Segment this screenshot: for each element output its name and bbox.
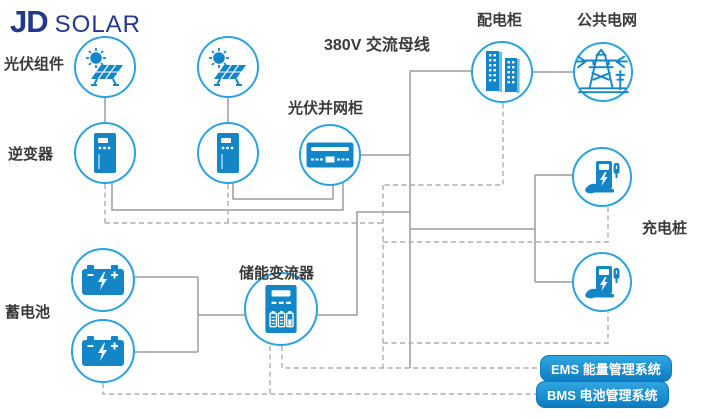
solar-panel-sun-icon <box>209 48 246 86</box>
public-grid-node <box>573 42 633 102</box>
pv-grid-cabinet-node <box>299 124 361 186</box>
charging-pile-node-2 <box>572 252 632 312</box>
solar-panel-sun-icon <box>86 48 123 86</box>
storage-converter-node <box>244 272 318 346</box>
battery-icon <box>82 336 124 366</box>
grid-connection-cabinet-icon <box>306 142 354 168</box>
ev-charger-icon <box>585 161 620 194</box>
charging-pile-node-1 <box>572 147 632 207</box>
logo-solar-text: SOLAR <box>54 11 142 38</box>
communication-lines <box>102 103 609 395</box>
inverter-node-2 <box>197 122 259 184</box>
charging-pile-label: 充电桩 <box>642 220 688 237</box>
transmission-tower-icon <box>576 48 629 94</box>
storage-converter-icon <box>265 285 297 333</box>
power-lines <box>103 67 602 368</box>
inverter-label: 逆变器 <box>8 146 54 163</box>
ac-bus-label: 380V 交流母线 <box>324 37 430 54</box>
battery-label: 蓄电池 <box>5 304 51 321</box>
logo-jd-text: JD <box>10 4 49 39</box>
battery-icon <box>82 265 124 295</box>
ems-system-badge: EMS 能量管理系统 <box>540 355 672 382</box>
distribution-cabinet-icon <box>486 51 520 93</box>
inverter-node-1 <box>74 122 136 184</box>
distribution-cabinet-node <box>471 41 533 103</box>
inverter-cabinet-icon <box>94 133 116 173</box>
bms-system-badge: BMS 电池管理系统 <box>536 381 669 408</box>
battery-node-1 <box>71 248 135 312</box>
ev-charger-icon <box>585 266 620 299</box>
brand-logo: JD SOLAR <box>10 4 141 40</box>
inverter-cabinet-icon <box>217 133 239 173</box>
pv-module-node-2 <box>197 36 259 98</box>
storage-converter-label: 储能变流器 <box>239 265 315 282</box>
pv-module-node-1 <box>74 36 136 98</box>
distribution-cabinet-label: 配电柜 <box>477 12 523 29</box>
battery-node-2 <box>71 319 135 383</box>
pv-grid-cabinet-label: 光伏并网柜 <box>288 100 364 117</box>
pv-modules-label: 光伏组件 <box>4 56 65 73</box>
public-grid-label: 公共电网 <box>577 12 638 29</box>
